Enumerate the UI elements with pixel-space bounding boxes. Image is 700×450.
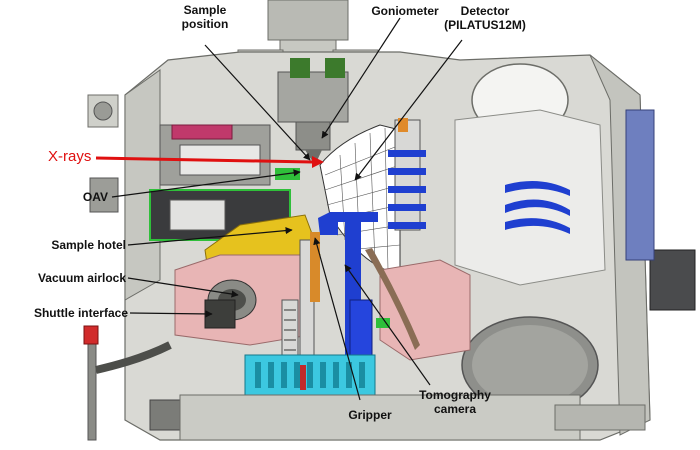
xrays-label: X-rays bbox=[48, 148, 92, 165]
shuttle-interface-label: Shuttle interface bbox=[33, 306, 128, 320]
optics-board bbox=[149, 124, 300, 241]
xray-arrow bbox=[95, 156, 313, 164]
cyan-tray bbox=[244, 354, 376, 396]
detector-label: Detector (PILATUS12M) bbox=[430, 4, 540, 32]
blue-cable-loops bbox=[505, 181, 570, 234]
sample-position-line2: position bbox=[181, 17, 229, 31]
robot-arm bbox=[281, 212, 390, 381]
detector-grid bbox=[319, 118, 426, 276]
gripper-label: Gripper bbox=[348, 408, 392, 422]
sample-position-label: Sample position bbox=[165, 3, 245, 31]
leader-lines bbox=[111, 17, 463, 401]
sample-hotel-label: Sample hotel bbox=[51, 238, 126, 252]
tomography-line2: camera bbox=[433, 402, 477, 416]
goniometer-assembly bbox=[277, 58, 349, 165]
oav-label: OAV bbox=[82, 190, 108, 204]
base-plate bbox=[179, 394, 646, 441]
tomography-line1: Tomography bbox=[419, 388, 491, 402]
sample-position-line1: Sample bbox=[183, 3, 227, 17]
goniometer-label: Goniometer bbox=[371, 4, 439, 18]
detector-line1: Detector bbox=[460, 4, 510, 18]
detector-line2: (PILATUS12M) bbox=[444, 18, 526, 32]
tomography-camera-label: Tomography camera bbox=[410, 388, 500, 416]
vacuum-airlock-label: Vacuum airlock bbox=[37, 271, 126, 285]
xray-arrowhead bbox=[312, 156, 324, 168]
